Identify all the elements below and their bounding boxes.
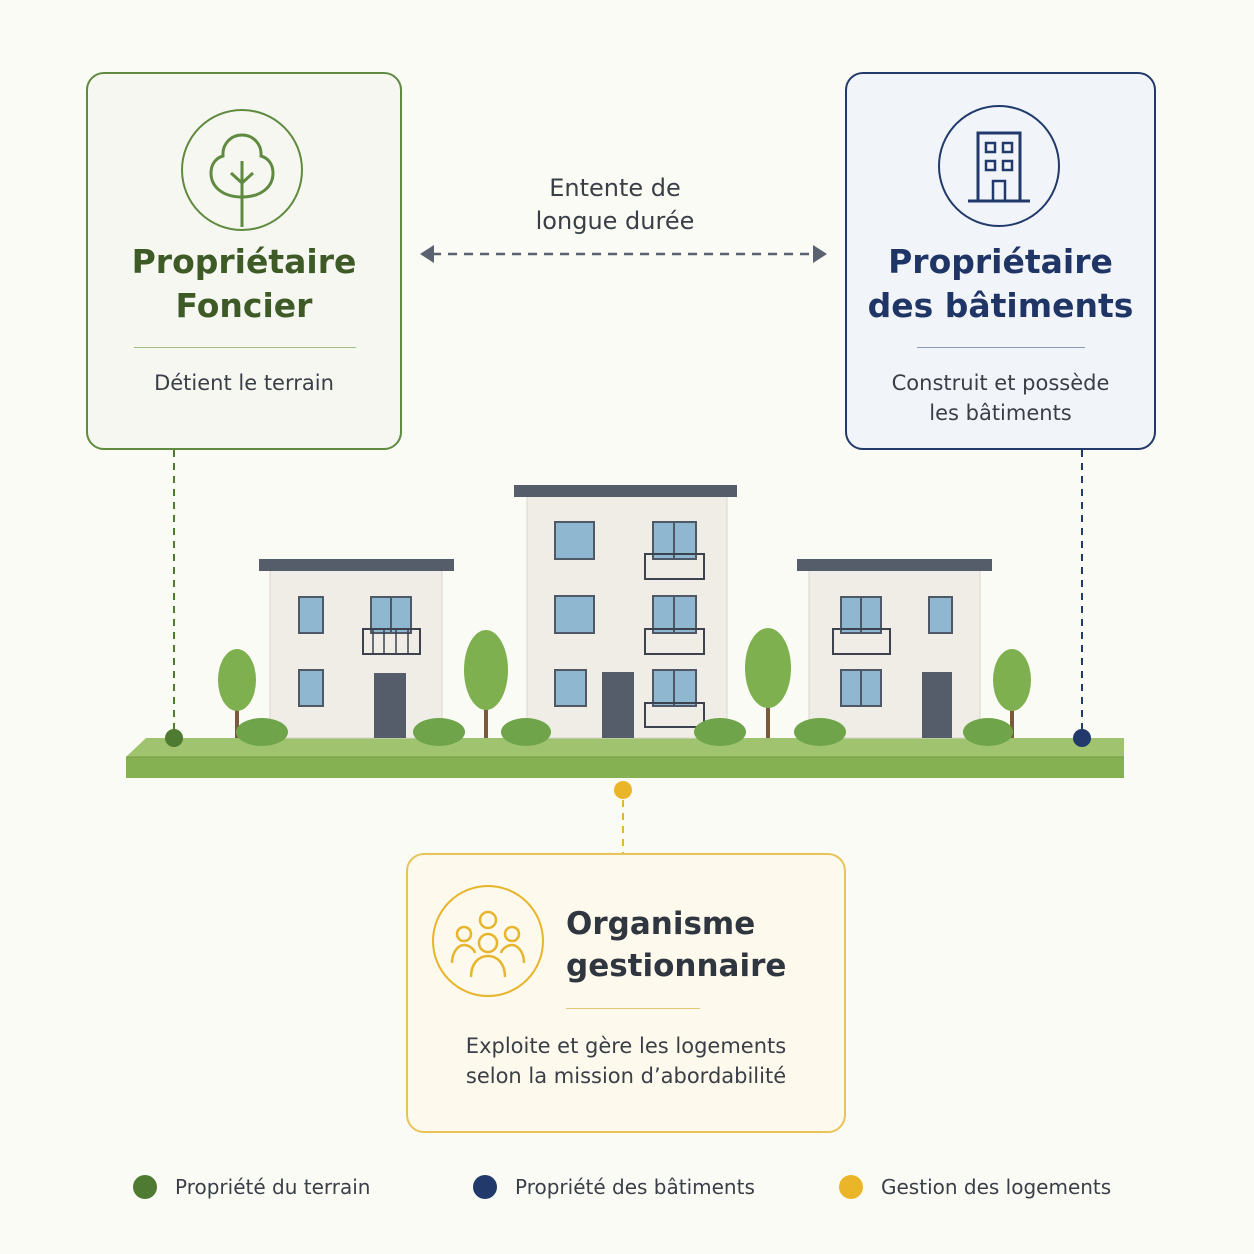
legend-label-buildings: Propriété des bâtiments: [515, 1175, 755, 1199]
legend-item-buildings: Propriété des bâtiments: [473, 1172, 755, 1202]
building-owner-description: Construit et possède les bâtiments: [891, 371, 1110, 425]
manager-divider: [566, 1008, 700, 1009]
legend-item-land: Propriété du terrain: [133, 1172, 370, 1202]
land-owner-description: Détient le terrain: [154, 371, 334, 395]
land-anchor-dot: [165, 729, 183, 747]
building-left: [259, 559, 454, 739]
land-owner-title: Propriétaire Foncier: [131, 242, 357, 325]
manager-title: Organisme gestionnaire: [566, 906, 787, 984]
tree-icon: [181, 109, 303, 231]
ground: [126, 738, 1124, 778]
legend-item-management: Gestion des logements: [839, 1172, 1111, 1202]
agreement-label: Entente de longue durée: [470, 172, 760, 238]
legend-dot-management: [839, 1175, 863, 1199]
manager-description: Exploite et gère les logements selon la …: [465, 1034, 787, 1088]
land-owner-divider: [134, 347, 356, 348]
legend-label-land: Propriété du terrain: [175, 1175, 371, 1199]
building-center: [514, 485, 737, 739]
building-anchor-dot: [1073, 729, 1091, 747]
agreement-label-line-2: longue durée: [535, 207, 695, 235]
tree-decorations: [218, 628, 1031, 738]
building-owner-title: Propriétaire des bâtiments: [867, 242, 1134, 325]
legend-dot-land: [133, 1175, 157, 1199]
building-owner-divider: [917, 347, 1085, 348]
building-icon: [938, 105, 1060, 227]
building-owner-card: Propriétaire des bâtiments Construit et …: [845, 72, 1156, 450]
people-group-icon: [432, 885, 544, 997]
agreement-label-line-1: Entente de: [549, 174, 681, 202]
manager-anchor-dot: [614, 781, 632, 799]
legend-label-management: Gestion des logements: [881, 1175, 1112, 1199]
building-right: [797, 559, 992, 739]
land-owner-card: Propriétaire Foncier Détient le terrain: [86, 72, 402, 450]
manager-card: Organisme gestionnaire Exploite et gère …: [406, 853, 846, 1133]
shrubs: [236, 718, 1013, 746]
legend-dot-buildings: [473, 1175, 497, 1199]
agreement-arrow: [420, 245, 827, 263]
